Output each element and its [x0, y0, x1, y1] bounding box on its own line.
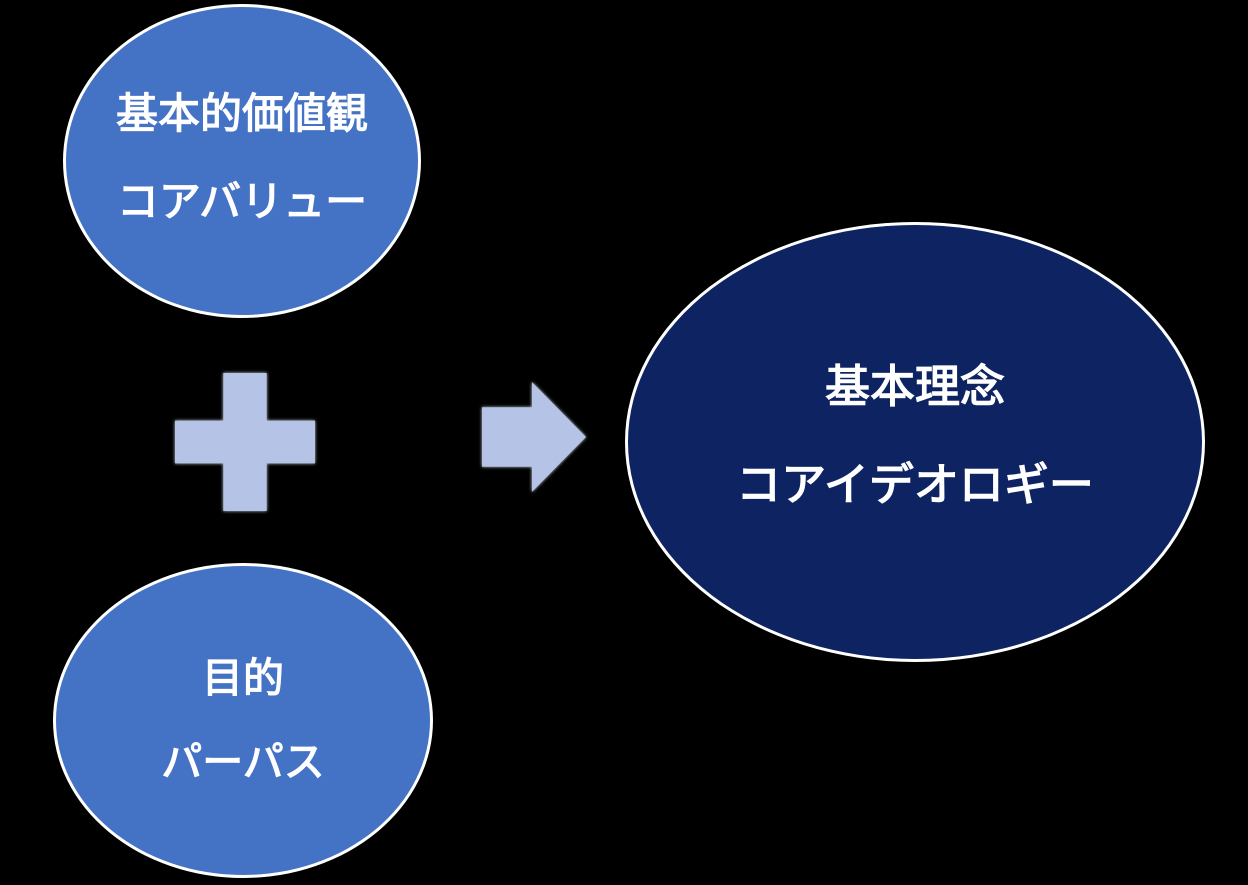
core-values-line1: 基本的価値観 — [115, 90, 368, 137]
plus-icon — [175, 373, 315, 511]
core-ideology-line1: 基本理念 — [824, 360, 1005, 412]
purpose-line2: パーパス — [161, 739, 325, 785]
plus-icon-shape — [175, 373, 315, 511]
core-ideology-line2: コアイデオロギー — [736, 458, 1094, 510]
purpose-line1: 目的 — [202, 655, 284, 701]
arrow-right-icon-shape — [482, 382, 586, 492]
arrow-right-icon — [482, 382, 586, 492]
core-values-line2: コアバリュー — [116, 178, 368, 225]
core-values-circle: 基本的価値観 コアバリュー — [63, 4, 421, 318]
purpose-circle: 目的 パーパス — [53, 563, 433, 878]
core-ideology-ellipse: 基本理念 コアイデオロギー — [625, 222, 1205, 662]
